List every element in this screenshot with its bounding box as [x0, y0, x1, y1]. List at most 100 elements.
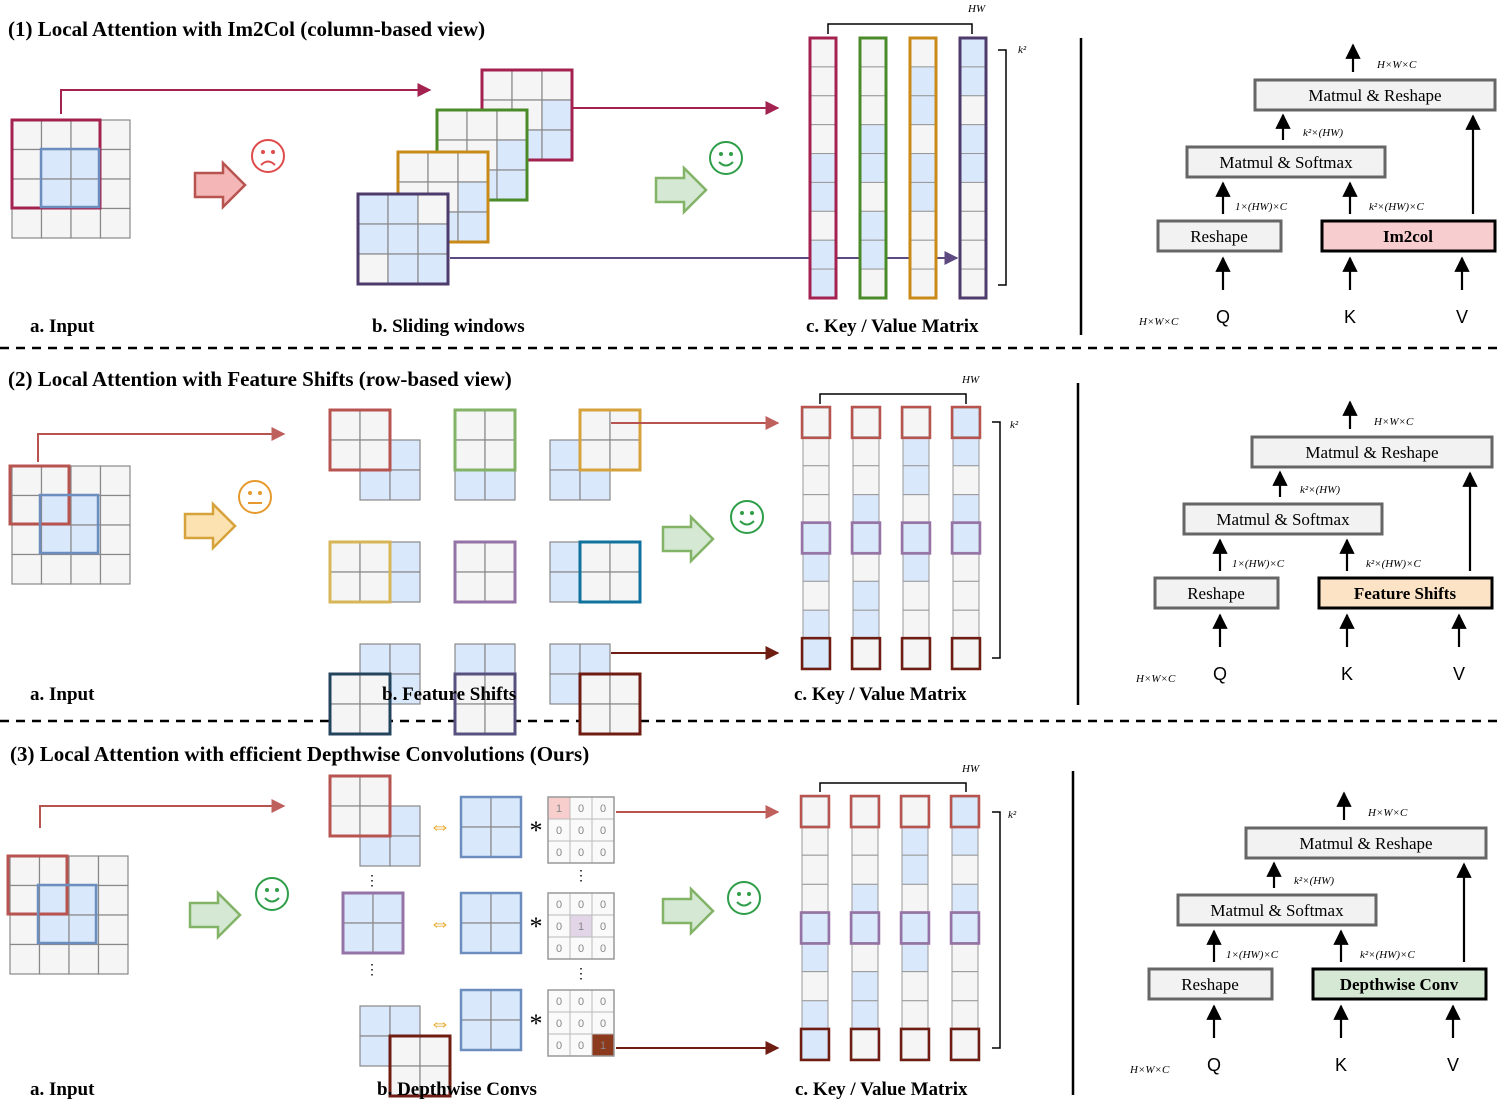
- face-eye: [740, 511, 744, 515]
- grid-cell: [549, 673, 581, 705]
- matrix-cell: [802, 465, 830, 496]
- section-2-title: (2) Local Attention with Feature Shifts …: [8, 367, 512, 391]
- conv-window-grid: [389, 1035, 451, 1097]
- grid-cell: [11, 148, 43, 180]
- shift-window-grid: [579, 541, 641, 603]
- kernel-value: 0: [578, 996, 584, 1008]
- grid-cell: [389, 805, 421, 837]
- matrix-cell: [801, 1029, 829, 1060]
- matrix-highlight-cell: [900, 521, 932, 555]
- grid-cell: [496, 169, 528, 201]
- key-value-op-box: [1320, 219, 1497, 253]
- grid-cell: [99, 524, 131, 556]
- grid-cell: [11, 553, 43, 585]
- matrix-column-frame: [958, 36, 988, 300]
- grid-cell: [484, 541, 516, 573]
- shift-window-grid: [329, 409, 391, 471]
- matrix-highlight-cell: [899, 1027, 931, 1062]
- grid-cell: [484, 571, 516, 603]
- kernel-value: 0: [578, 825, 584, 837]
- grid-cell: [359, 1035, 391, 1067]
- shift-window-frame: [328, 408, 392, 472]
- matrix-cell: [959, 181, 987, 212]
- matrix-highlight-cell: [849, 1027, 881, 1062]
- grid-cell: [68, 943, 100, 975]
- k-label: K: [1335, 1055, 1347, 1075]
- hw-bracket: [819, 393, 967, 404]
- kernel-value: 1: [556, 803, 562, 815]
- reshape-box: [1153, 576, 1280, 610]
- matmul-reshape-label: Matmul & Reshape: [1308, 86, 1441, 105]
- grid-cell: [397, 151, 429, 183]
- input-blue-region: [36, 883, 98, 945]
- matmul-reshape-box: [1244, 826, 1488, 860]
- matrix-cell: [851, 796, 879, 827]
- op-dim-label: k²×(HW)×C: [1369, 201, 1424, 213]
- q-label: Q: [1216, 307, 1230, 327]
- matrix-cell: [951, 912, 979, 944]
- matrix-highlight-cell: [800, 521, 832, 555]
- input-dim-label: H×W×C: [1138, 316, 1179, 328]
- matrix-cell: [801, 912, 829, 944]
- matrix-cell: [909, 210, 937, 241]
- matrix-cell: [802, 580, 830, 611]
- grid-cell: [40, 494, 72, 526]
- ellipsis-dots: ⋮: [365, 963, 379, 978]
- kernel-frame: [547, 989, 615, 1057]
- matrix-cell: [809, 124, 837, 155]
- grid-cell: [484, 643, 516, 675]
- matrix-cell: [852, 609, 880, 640]
- reshape-dim-label: 1×(HW)×C: [1226, 949, 1279, 961]
- grid-cell: [549, 469, 581, 501]
- matrix-cell: [952, 407, 980, 438]
- matrix-cell: [909, 181, 937, 212]
- matmul-softmax-box: [1185, 145, 1387, 179]
- kernel-value: 1: [600, 1040, 606, 1052]
- k2-bracket: [998, 49, 1007, 286]
- grid-cell: [579, 643, 611, 675]
- matmul-softmax-label: Matmul & Softmax: [1219, 153, 1353, 172]
- grid-cell: [460, 922, 492, 954]
- conv-feature-grid: [460, 796, 522, 858]
- grid-cell: [357, 253, 389, 285]
- matrix-cell: [901, 1029, 929, 1060]
- matrix-cell: [951, 854, 979, 885]
- grid-cell: [417, 223, 449, 255]
- op-dim-label: k²×(HW)×C: [1366, 558, 1421, 570]
- matrix-cell: [951, 971, 979, 1002]
- matrix-highlight-cell: [899, 911, 931, 945]
- matrix-highlight-cell: [800, 405, 832, 440]
- matrix-cell: [801, 796, 829, 827]
- matrix-cell: [909, 153, 937, 183]
- grid-cell: [342, 892, 374, 924]
- matrix-label: c. Key / Value Matrix: [795, 1079, 968, 1100]
- kernel-value: 0: [578, 899, 584, 911]
- reshape-label: Reshape: [1187, 584, 1245, 603]
- grid-cell: [511, 69, 543, 101]
- matrix-cell: [852, 465, 880, 496]
- matrix-cell: [951, 883, 979, 914]
- grid-cell: [99, 494, 131, 526]
- matrix-cell: [959, 268, 987, 299]
- grid-cell: [11, 119, 43, 151]
- output-dim-label: H×W×C: [1367, 807, 1408, 819]
- grid-cell: [11, 207, 43, 239]
- grid-cell: [389, 571, 421, 603]
- matrix-highlight-cell: [950, 521, 982, 555]
- grid-cell: [359, 439, 391, 471]
- grid-cell: [99, 553, 131, 585]
- input-blue-region: [39, 147, 101, 209]
- matmul-reshape-label: Matmul & Reshape: [1305, 443, 1438, 462]
- grid-cell: [99, 178, 131, 210]
- face-eye: [750, 511, 754, 515]
- shift-window-grid: [579, 409, 641, 471]
- ellipsis-dots: ⋮: [574, 967, 588, 982]
- grid-cell: [40, 524, 72, 556]
- matrix-cell: [809, 268, 837, 299]
- grid-cell: [454, 439, 486, 471]
- grid-cell: [40, 553, 72, 585]
- matrix-highlight-cell: [950, 405, 982, 440]
- reshape-box: [1147, 967, 1274, 1001]
